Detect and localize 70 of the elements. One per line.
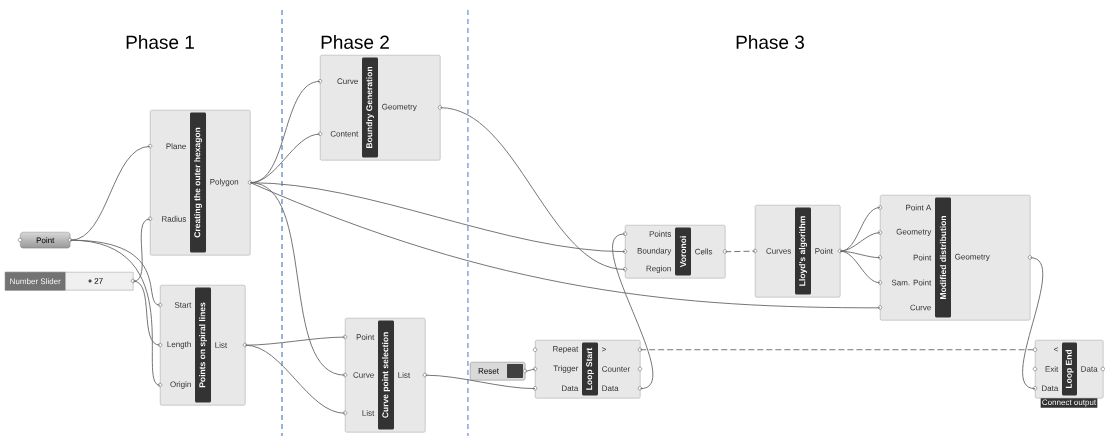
- port-label: Plane: [166, 143, 186, 150]
- port-label: >: [602, 347, 606, 352]
- port-label: Content: [330, 130, 359, 137]
- port-label: List: [362, 410, 375, 416]
- wire: [249, 182, 346, 376]
- slider-value: 27: [94, 278, 103, 284]
- button-label: Reset: [478, 368, 499, 374]
- port-label: List: [398, 372, 411, 378]
- wire: [724, 250, 756, 253]
- port-label: Geometry: [955, 253, 990, 262]
- port-label: Start: [174, 302, 192, 308]
- wire: [249, 182, 881, 309]
- port-label: Point A: [906, 204, 932, 211]
- wire: [1022, 257, 1044, 390]
- port-label: Boundary: [637, 247, 672, 256]
- component-title: Creating the outer hexagon: [190, 112, 206, 253]
- port-label: Curve: [337, 78, 358, 84]
- wire: [132, 218, 151, 282]
- port-label: Curve: [910, 304, 931, 311]
- port-label: Data: [1081, 366, 1098, 372]
- port-label: Repeat: [553, 346, 579, 354]
- port-label: Length: [167, 341, 191, 349]
- port-label: Counter: [602, 366, 630, 372]
- port-label: Point: [356, 334, 375, 340]
- slider-label: Number Slider: [5, 272, 66, 291]
- port-label: Geometry: [896, 228, 932, 237]
- wire: [69, 145, 151, 241]
- port-label: Sam. Point: [891, 279, 932, 286]
- port-label: Region: [646, 265, 671, 273]
- output-tag: Connect output: [1040, 398, 1098, 408]
- port-label: Point: [913, 254, 932, 261]
- parameter-capsule: Point: [20, 232, 71, 249]
- wire: [69, 239, 161, 386]
- port-label: List: [215, 342, 228, 348]
- wire: [839, 250, 881, 284]
- wire: [839, 232, 881, 252]
- component-title: Loop End: [1062, 342, 1077, 396]
- port-label: Polygon: [210, 178, 239, 187]
- component-title: Loop Start: [582, 342, 598, 396]
- port-label: Trigger: [553, 365, 579, 373]
- port-label: Radius: [162, 215, 187, 222]
- port-label: Points: [649, 230, 671, 237]
- reset-button: [470, 362, 528, 381]
- port-label: Data: [1042, 385, 1059, 392]
- component-title: Curve point selection: [378, 320, 394, 430]
- phase-heading: Phase 3: [736, 35, 804, 49]
- wire: [132, 280, 161, 346]
- component-title: Boundry Generation: [362, 57, 378, 158]
- port-label: Geometry: [382, 103, 417, 112]
- number-slider: [5, 272, 136, 291]
- component-title: Voronoi: [675, 227, 691, 276]
- port-label: Curve: [353, 372, 374, 378]
- port-label: Origin: [170, 381, 191, 389]
- wire: [424, 374, 536, 390]
- port-label: Data: [602, 385, 619, 392]
- phase-heading: Phase 1: [126, 35, 194, 49]
- component-title: Points on spiral lines: [195, 287, 211, 403]
- wire: [524, 368, 536, 372]
- port-label: Cells: [695, 248, 713, 255]
- wire: [612, 233, 654, 390]
- component-title: Lloyd's algorithm: [795, 207, 811, 295]
- component-title: Modified distribution: [935, 197, 951, 318]
- wire: [439, 107, 626, 270]
- wire: [244, 344, 346, 414]
- port-label: <: [1054, 347, 1058, 352]
- port-label: Exit: [1045, 366, 1059, 372]
- wire: [244, 336, 346, 346]
- port-label: Point: [815, 248, 833, 254]
- port-label: Data: [562, 385, 579, 392]
- port-label: Curves: [766, 248, 791, 254]
